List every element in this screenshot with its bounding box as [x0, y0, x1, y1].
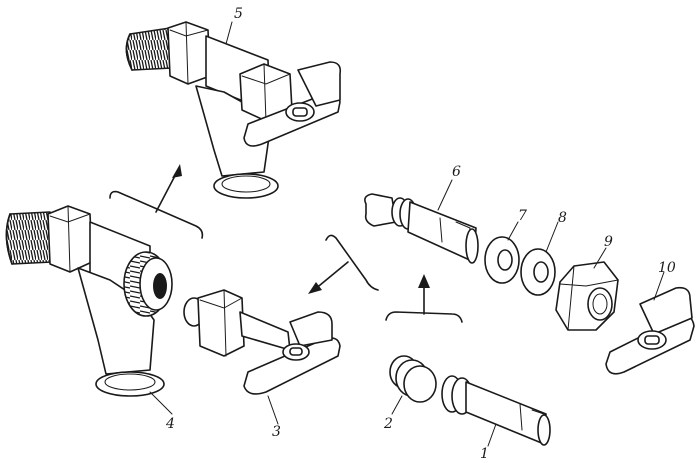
- label-part-1: 1: [480, 446, 489, 462]
- lower-stem: [441, 375, 551, 446]
- arrow-up: [418, 274, 430, 315]
- label-part-3: 3: [272, 424, 281, 440]
- small-plug: [389, 355, 437, 403]
- label-part-6: 6: [452, 164, 461, 180]
- label-part-7: 7: [518, 208, 527, 224]
- label-part-10: 10: [658, 260, 676, 276]
- washer-7: [484, 236, 520, 284]
- label-part-9: 9: [604, 234, 613, 250]
- label-part-2: 2: [383, 416, 393, 432]
- plug-assembly: [183, 289, 341, 395]
- label-part-8: 8: [558, 210, 567, 226]
- arrow-down-left: [308, 261, 349, 294]
- washer-8: [520, 248, 556, 296]
- valve-body: [5, 205, 173, 397]
- arrow-up-left: [155, 164, 182, 213]
- handle-lever: [605, 286, 695, 375]
- label-part-5: 5: [234, 6, 243, 22]
- hex-nut: [555, 261, 619, 331]
- valve-stem: [364, 193, 479, 264]
- assembled-valve: [125, 21, 342, 199]
- label-part-4: 4: [165, 416, 175, 432]
- leader-lines: [149, 21, 665, 447]
